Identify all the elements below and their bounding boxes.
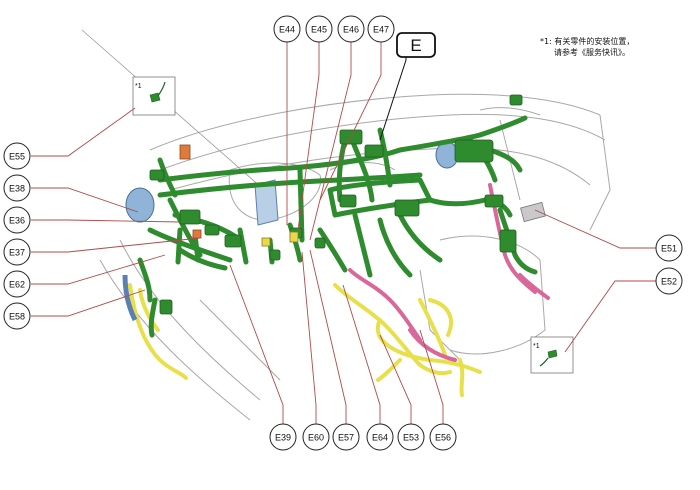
connector-label: E44 <box>279 25 295 35</box>
note-line-2: 请参考《服务快讯》。 <box>554 48 630 57</box>
connector-callout-e38 <box>3 174 31 202</box>
leader-lines <box>31 41 669 437</box>
yellow-clip <box>261 237 271 247</box>
connector-label: E38 <box>9 184 25 194</box>
green-harness-detail <box>149 94 523 315</box>
connector-callout-e62 <box>3 270 31 298</box>
group-label-text: E <box>410 36 421 55</box>
connector-label: E52 <box>661 277 677 287</box>
connector-label: E56 <box>435 433 451 443</box>
connector-callout-e60 <box>302 423 330 451</box>
connector-label: E55 <box>9 152 25 162</box>
note-line-1: *1: 有关零件的安装位置， <box>540 37 635 46</box>
connector-callout-e39 <box>269 423 297 451</box>
inset-marker: *1 <box>135 83 142 90</box>
blue-module-left <box>125 187 155 223</box>
connector-callout-e47 <box>367 15 395 43</box>
connector-callout-e46 <box>337 15 365 43</box>
installation-note: *1: 有关零件的安装位置， 请参考《服务快讯》。 <box>540 36 696 58</box>
blue-cable-left <box>122 274 138 322</box>
connector-label: E45 <box>311 25 327 35</box>
connector-callout-e53 <box>397 423 425 451</box>
connector-callout-e64 <box>366 423 394 451</box>
connector-label: E60 <box>308 433 324 443</box>
connector-callout-e52 <box>655 267 683 295</box>
orange-clip <box>179 144 191 160</box>
connector-label: E51 <box>661 244 677 254</box>
connector-label: E57 <box>338 433 354 443</box>
connector-callout-e58 <box>3 302 31 330</box>
inset-marker: *1 <box>533 343 540 350</box>
inset-box-e55: *1 <box>132 76 176 116</box>
connector-callout-e45 <box>305 15 333 43</box>
connector-callout-e51 <box>655 234 683 262</box>
gray-bracket <box>520 201 546 223</box>
group-pointer <box>379 52 407 141</box>
connector-label: E53 <box>403 433 419 443</box>
yellow-harness <box>128 283 482 397</box>
inset-box-e52: *1 <box>530 336 574 374</box>
connector-label: E39 <box>275 433 291 443</box>
connector-label: E64 <box>372 433 388 443</box>
connector-label: E37 <box>9 248 25 258</box>
connector-label: E36 <box>9 216 25 226</box>
connector-label: E62 <box>9 280 25 290</box>
small-parts <box>179 144 546 247</box>
group-label-e: E <box>396 32 436 58</box>
yellow-clip <box>289 231 299 243</box>
connector-callout-e37 <box>3 238 31 266</box>
connector-callout-e55 <box>3 142 31 170</box>
connector-label: E58 <box>9 312 25 322</box>
connector-callout-e44 <box>273 15 301 43</box>
connector-callout-e36 <box>3 206 31 234</box>
reference-line <box>81 29 271 196</box>
connector-callout-e57 <box>332 423 360 451</box>
connector-callout-e56 <box>429 423 457 451</box>
blue-parts <box>122 141 459 322</box>
orange-clip <box>192 229 202 239</box>
connector-label: E46 <box>343 25 359 35</box>
connector-label: E47 <box>373 25 389 35</box>
